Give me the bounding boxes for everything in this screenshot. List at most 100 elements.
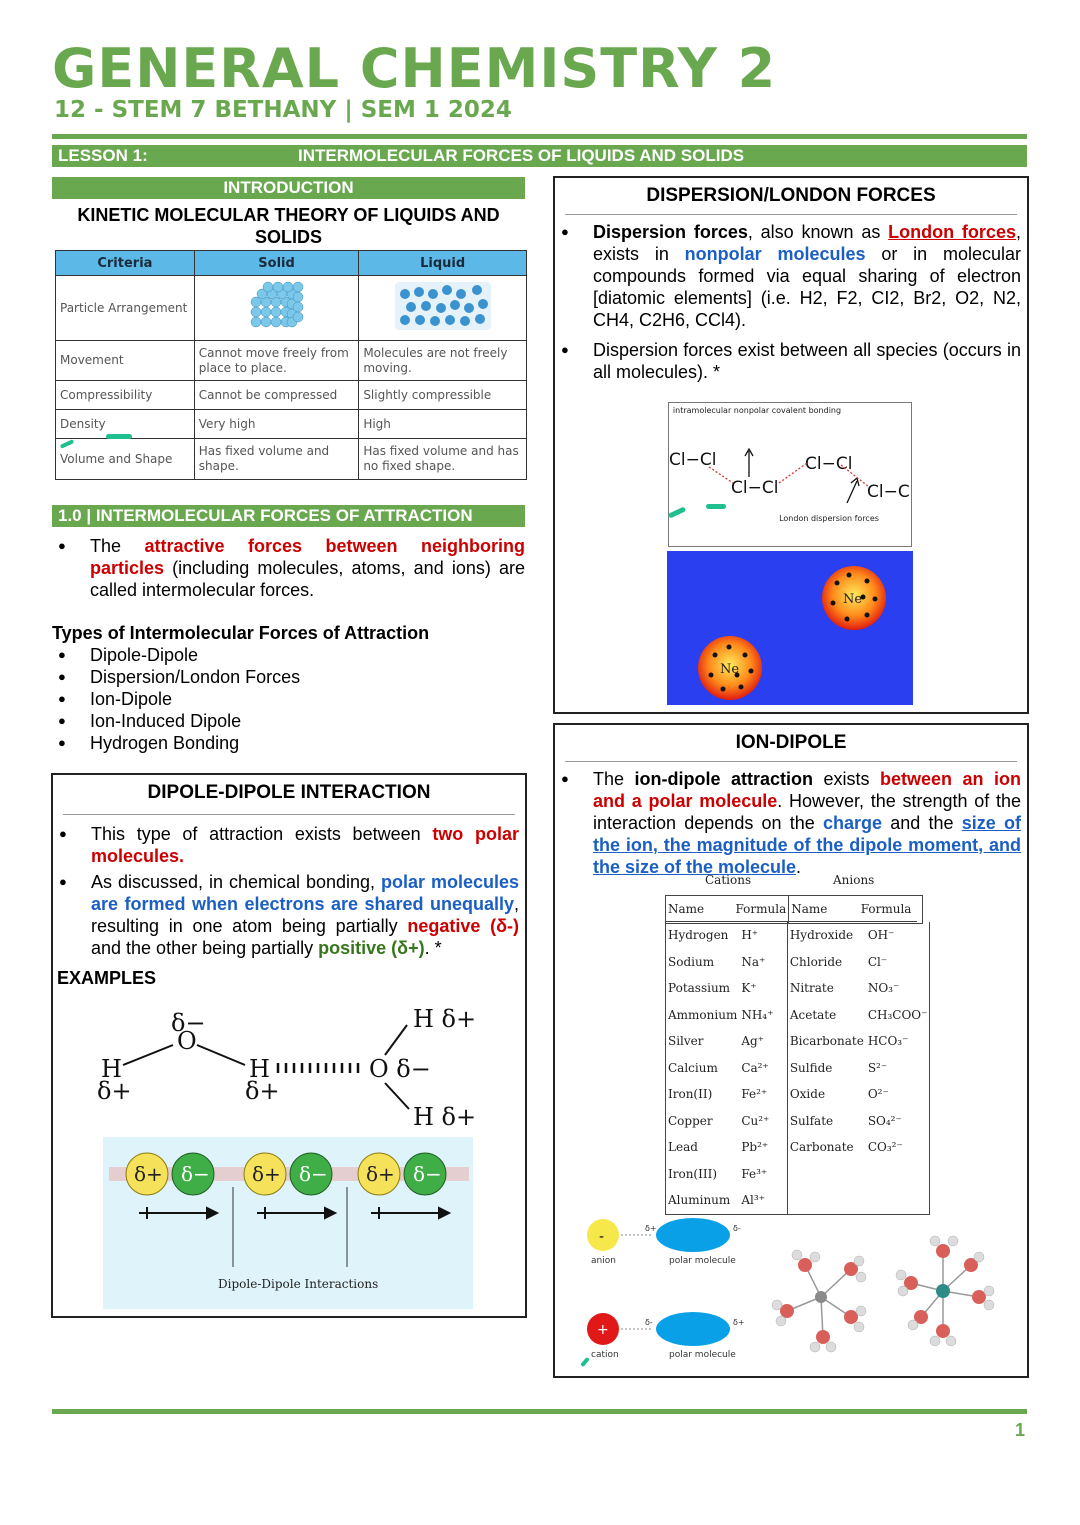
text-run: , the bbox=[652, 835, 697, 855]
table-header-row: Criteria Solid Liquid bbox=[55, 250, 527, 276]
table-cell: Volume and Shape bbox=[55, 438, 195, 480]
solid-particles-image bbox=[193, 275, 360, 341]
table-cell: Chloride bbox=[789, 954, 843, 969]
text-run: , also known as bbox=[747, 222, 889, 242]
table-cell: Fe²⁺ bbox=[739, 1081, 788, 1108]
text-run: This type of attraction exists between bbox=[91, 824, 433, 844]
ion-dipole-title: ION-DIPOLE bbox=[735, 732, 847, 753]
delta-minus-label: δ− bbox=[413, 1162, 442, 1186]
divider bbox=[63, 814, 515, 815]
list-item: As discussed, in chemical bonding, polar… bbox=[53, 871, 519, 959]
table-cell: Sulfide bbox=[789, 1060, 833, 1075]
text-run: and the bbox=[882, 813, 962, 833]
table-cell: Lead bbox=[668, 1140, 698, 1155]
cl2-molecule-label: Cl−Cl bbox=[669, 450, 716, 470]
table-cell: Pb²⁺ bbox=[739, 1134, 788, 1161]
list-item: Dispersion forces, also known as London … bbox=[555, 221, 1021, 331]
list-item: Hydrogen Bonding bbox=[52, 732, 525, 754]
divider bbox=[565, 214, 1017, 215]
delta-plus-label: δ+ bbox=[245, 1077, 280, 1105]
table-cell: S²⁻ bbox=[867, 1060, 888, 1075]
table-cell: Copper bbox=[668, 1113, 713, 1128]
kmt-heading: KINETIC MOLECULAR THEORY OF LIQUIDS AND … bbox=[77, 205, 500, 247]
page-title: GENERAL CHEMISTRY 2 bbox=[52, 37, 777, 100]
oxygen-dminus-label: O δ− bbox=[369, 1055, 431, 1083]
table-cell: H⁺ bbox=[739, 922, 788, 949]
table-cell: Fe³⁺ bbox=[739, 1160, 788, 1187]
table-row: Movement Cannot move freely from place t… bbox=[55, 340, 527, 381]
dipole-dipole-box: DIPOLE-DIPOLE INTERACTION This type of a… bbox=[51, 773, 527, 1318]
delta-plus-label: δ+ bbox=[645, 1224, 657, 1233]
text-run: nonpolar molecules bbox=[684, 244, 866, 264]
text-run: and the other being partially bbox=[91, 938, 319, 958]
water-dipole-diagram: δ− O H δ+ H δ+ O δ− H δ+ H δ+ bbox=[97, 1005, 476, 1131]
highlighter-mark bbox=[106, 434, 132, 439]
imf-types-heading: Types of Intermolecular Forces of Attrac… bbox=[52, 623, 430, 643]
table-cell: Carbonate bbox=[789, 1140, 854, 1155]
delta-minus-label: δ− bbox=[171, 1009, 206, 1037]
table-cell: OH⁻ bbox=[867, 928, 895, 943]
text-run: . However, the strength of the interacti… bbox=[593, 791, 1021, 833]
table-row: Compressibility Cannot be compressed Sli… bbox=[55, 380, 527, 410]
text-run: London forces bbox=[888, 222, 1016, 242]
list-item: The ion-dipole attraction exists between… bbox=[555, 768, 1021, 878]
delta-plus-label: δ+ bbox=[134, 1162, 163, 1186]
cl2-molecule-label: Cl−Cl bbox=[805, 454, 852, 474]
cl2-molecule-label: Cl−Cl bbox=[731, 478, 778, 498]
dispersion-bullets: Dispersion forces, also known as London … bbox=[555, 221, 1021, 383]
list-item: The attractive forces between neighborin… bbox=[52, 535, 525, 601]
text-run: , and the bbox=[593, 835, 1021, 877]
list-item: Dispersion forces exist between all spec… bbox=[555, 339, 1021, 383]
text-run: Dispersion forces bbox=[593, 222, 748, 242]
oxygen-label: O bbox=[177, 1027, 197, 1055]
introduction-bar: INTRODUCTION bbox=[52, 177, 525, 199]
imf-types-list: Dipole-Dipole Dispersion/London Forces I… bbox=[52, 644, 525, 754]
hydrated-ions-illustration bbox=[771, 1235, 995, 1353]
text-run: , resulting in one atom being partially bbox=[91, 894, 519, 936]
header-divider bbox=[52, 134, 1027, 139]
text-run: or in molecular compounds formed via equ… bbox=[593, 244, 1021, 330]
delta-minus-label: δ- bbox=[733, 1224, 741, 1233]
ions-table: Name Formula Name Formula bbox=[665, 895, 924, 924]
polar-molecule-label: polar molecule bbox=[669, 1350, 736, 1360]
dipole-chain-diagram: δ+δ− δ+δ− δ+δ− Dipole-Dipole Interaction… bbox=[103, 1137, 473, 1309]
hydrogen-dplus-label: H δ+ bbox=[413, 1005, 476, 1033]
delta-minus-label: δ− bbox=[299, 1162, 328, 1186]
table-cell: Slightly compressible bbox=[358, 380, 527, 410]
neon-label: Ne bbox=[843, 592, 862, 607]
ion-dipole-schematic: - anion δ+ δ- polar molecule + cation δ-… bbox=[587, 1218, 745, 1360]
text-run: As discussed, in chemical bonding, bbox=[91, 872, 381, 892]
hydrogen-label: H bbox=[249, 1055, 270, 1083]
table-row: Volume and Shape Has fixed volume and sh… bbox=[55, 438, 527, 480]
table-cell: Calcium bbox=[668, 1060, 718, 1075]
list-item: This type of attraction exists between t… bbox=[53, 823, 519, 867]
polar-molecule-label: polar molecule bbox=[669, 1256, 736, 1266]
table-cell: SO₄²⁻ bbox=[867, 1113, 902, 1128]
table-header: Criteria bbox=[55, 250, 195, 276]
dispersion-title: DISPERSION/LONDON FORCES bbox=[646, 185, 936, 206]
dipole-title: DIPOLE-DIPOLE INTERACTION bbox=[147, 782, 431, 803]
table-cell: O²⁻ bbox=[867, 1087, 889, 1102]
text-run: dipole moment bbox=[849, 835, 979, 855]
text-run: ion-dipole attraction bbox=[634, 769, 813, 789]
table-cell: Hydroxide bbox=[789, 928, 854, 943]
anion-sign: - bbox=[599, 1229, 604, 1245]
table-header: Name bbox=[791, 902, 828, 917]
chain-caption: Dipole-Dipole Interactions bbox=[218, 1277, 378, 1291]
text-run: two polar molecules. bbox=[91, 824, 520, 866]
london-label: London dispersion forces bbox=[779, 514, 879, 523]
divider bbox=[565, 761, 1017, 762]
table-cell bbox=[866, 1161, 930, 1188]
page-number: 1 bbox=[1014, 1420, 1025, 1440]
table-cell: HCO₃⁻ bbox=[867, 1034, 909, 1049]
anion-label: anion bbox=[591, 1256, 616, 1266]
text-run: (including molecules, atoms, and ions) a… bbox=[90, 558, 525, 600]
text-run: size of the ion bbox=[593, 813, 1021, 855]
